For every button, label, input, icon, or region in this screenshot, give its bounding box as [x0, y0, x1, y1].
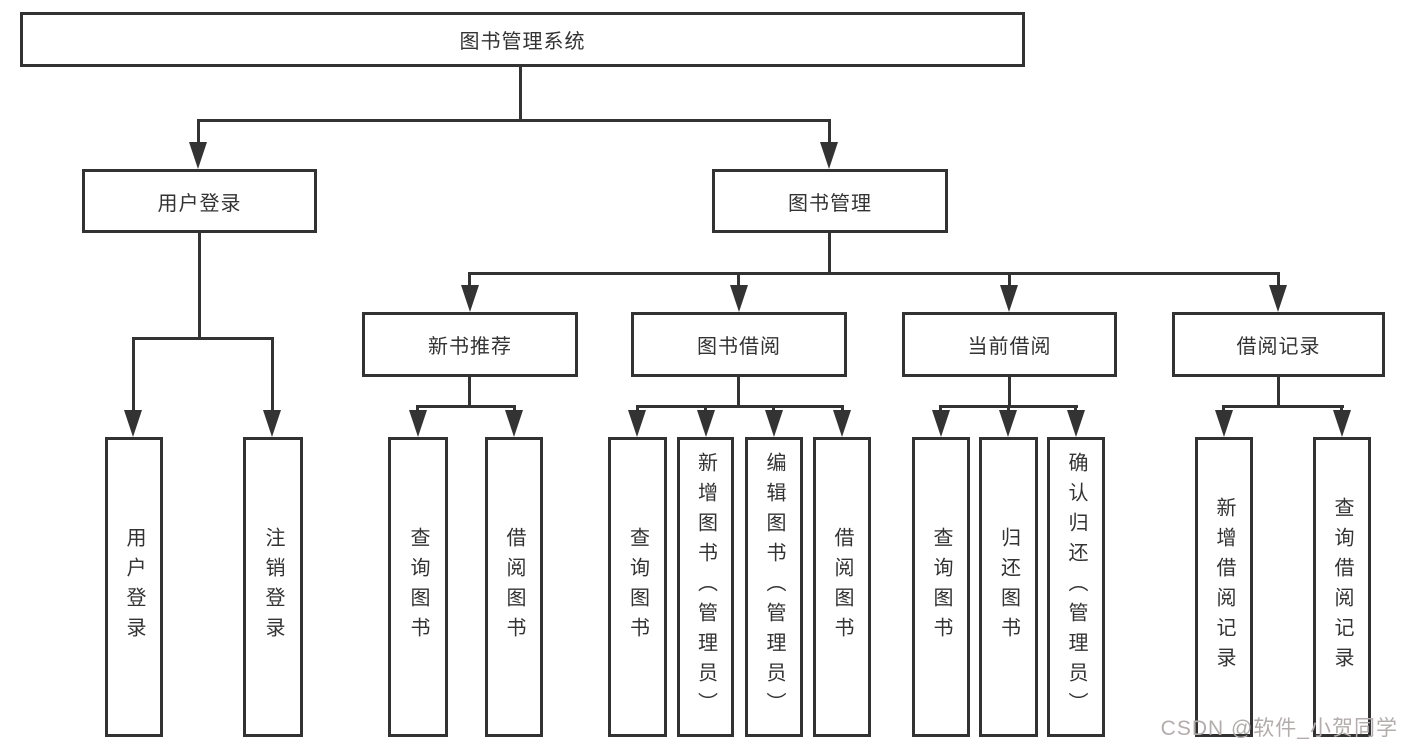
- connector-book-borrow-split: [636, 405, 844, 408]
- connector-new-book-recommend-trunk: [468, 377, 471, 407]
- leaf-box-query-books-2: 查询图书: [608, 437, 667, 737]
- root-label: 图书管理系统: [459, 31, 586, 53]
- connector-stem: [1340, 405, 1343, 413]
- leaf-box-add-borrow-record: 新增借阅记录: [1195, 437, 1253, 737]
- level3-label-current-borrow: 当前借阅: [967, 336, 1052, 358]
- arrow-down-icon: [1000, 285, 1018, 312]
- leaf-box-user-login: 用户登录: [105, 437, 163, 737]
- leaf-label-confirm-return-admin: 确认归还（管理员）: [1065, 452, 1087, 722]
- connector-stem-user-login: [197, 119, 200, 147]
- leaf-label-query-books-1: 查询图书: [407, 527, 429, 647]
- leaf-label-user-login: 用户登录: [123, 527, 145, 647]
- leaf-box-borrow-books-2: 借阅图书: [813, 437, 871, 737]
- leaf-box-borrow-books-1: 借阅图书: [485, 437, 543, 737]
- arrow-down-icon: [932, 410, 950, 437]
- connector-stem-leaf-user-login: [132, 337, 135, 411]
- connector-book-borrow-trunk: [737, 377, 740, 407]
- arrow-down-icon: [697, 410, 715, 437]
- connector-root-split: [197, 119, 831, 122]
- level2-box-user-login: 用户登录: [82, 169, 317, 233]
- leaf-label-query-books-3: 查询图书: [930, 527, 952, 647]
- leaf-box-query-borrow-record: 查询借阅记录: [1313, 437, 1371, 737]
- arrow-down-icon: [1067, 410, 1085, 437]
- leaf-box-query-books-3: 查询图书: [912, 437, 970, 737]
- leaf-box-return-books: 归还图书: [979, 437, 1038, 737]
- connector-borrow-records-trunk: [1277, 377, 1280, 407]
- connector-stem-current-borrow: [1008, 272, 1011, 288]
- leaf-box-add-books-admin: 新增图书（管理员）: [677, 437, 734, 737]
- arrow-down-icon: [999, 410, 1017, 437]
- level3-label-book-borrow: 图书借阅: [697, 336, 781, 358]
- connector-stem: [1007, 405, 1010, 413]
- connector-stem: [1074, 405, 1077, 413]
- arrow-down-icon: [833, 410, 851, 437]
- connector-current-borrow-trunk: [1008, 377, 1011, 407]
- connector-stem-borrow-records: [1277, 272, 1280, 288]
- connector-stem: [636, 405, 639, 413]
- leaf-label-borrow-books-2: 借阅图书: [831, 527, 853, 647]
- arrow-down-icon: [1269, 285, 1287, 312]
- arrow-down-icon: [263, 410, 281, 437]
- csdn-watermark: CSDN @软件_小贺同学: [1160, 717, 1398, 740]
- level3-label-borrow-records: 借阅记录: [1236, 336, 1321, 358]
- connector-stem-book-management: [828, 119, 831, 147]
- connector-borrow-records-split: [1222, 405, 1344, 408]
- connector-book-management-split: [469, 272, 1280, 275]
- connector-stem: [772, 405, 775, 413]
- level3-label-new-book-recommend: 新书推荐: [428, 336, 512, 358]
- connector-user-login-trunk: [198, 233, 201, 337]
- arrow-down-icon: [461, 285, 479, 312]
- arrow-down-icon: [189, 142, 207, 169]
- connector-stem: [704, 405, 707, 413]
- leaf-label-query-borrow-record: 查询借阅记录: [1331, 497, 1353, 677]
- level3-box-borrow-records: 借阅记录: [1172, 312, 1385, 377]
- connector-stem: [939, 405, 942, 413]
- level3-box-book-borrow: 图书借阅: [631, 312, 847, 377]
- leaf-label-add-borrow-record: 新增借阅记录: [1213, 497, 1235, 677]
- connector-stem: [1222, 405, 1225, 413]
- connector-stem-new-book-recommend: [468, 272, 471, 288]
- arrow-down-icon: [124, 410, 142, 437]
- leaf-label-return-books: 归还图书: [997, 527, 1020, 647]
- connector-stem-book-borrow: [737, 272, 740, 288]
- connector-stem: [416, 405, 419, 413]
- level2-label-user-login: 用户登录: [157, 192, 242, 215]
- arrow-down-icon: [628, 410, 646, 437]
- arrow-down-icon: [505, 410, 523, 437]
- connector-stem: [513, 405, 516, 413]
- leaf-label-edit-books-admin: 编辑图书（管理员）: [763, 452, 785, 722]
- connector-root-trunk: [519, 66, 522, 120]
- leaf-box-logout: 注销登录: [243, 437, 303, 737]
- connector-stem-leaf-logout: [271, 337, 274, 411]
- connector-book-management-trunk: [828, 233, 831, 274]
- arrow-down-icon: [1333, 410, 1351, 437]
- connector-new-book-recommend-split: [417, 405, 516, 408]
- leaf-label-add-books-admin: 新增图书（管理员）: [694, 452, 717, 722]
- connector-stem: [841, 405, 844, 413]
- leaf-box-confirm-return-admin: 确认归还（管理员）: [1047, 437, 1105, 737]
- level3-box-current-borrow: 当前借阅: [902, 312, 1117, 377]
- arrow-down-icon: [409, 410, 427, 437]
- leaf-label-query-books-2: 查询图书: [626, 527, 649, 647]
- connector-user-login-split: [132, 337, 274, 340]
- arrow-down-icon: [730, 285, 748, 312]
- leaf-box-query-books-1: 查询图书: [388, 437, 448, 737]
- leaf-label-borrow-books-1: 借阅图书: [503, 527, 525, 647]
- level2-label-book-management: 图书管理: [788, 192, 872, 215]
- arrow-down-icon: [765, 410, 783, 437]
- level2-box-book-management: 图书管理: [712, 169, 948, 233]
- leaf-label-logout: 注销登录: [262, 527, 284, 647]
- arrow-down-icon: [1215, 410, 1233, 437]
- root-box-library-management-system: 图书管理系统: [20, 12, 1025, 67]
- level3-box-new-book-recommend: 新书推荐: [362, 312, 578, 377]
- arrow-down-icon: [820, 142, 838, 169]
- leaf-box-edit-books-admin: 编辑图书（管理员）: [745, 437, 803, 737]
